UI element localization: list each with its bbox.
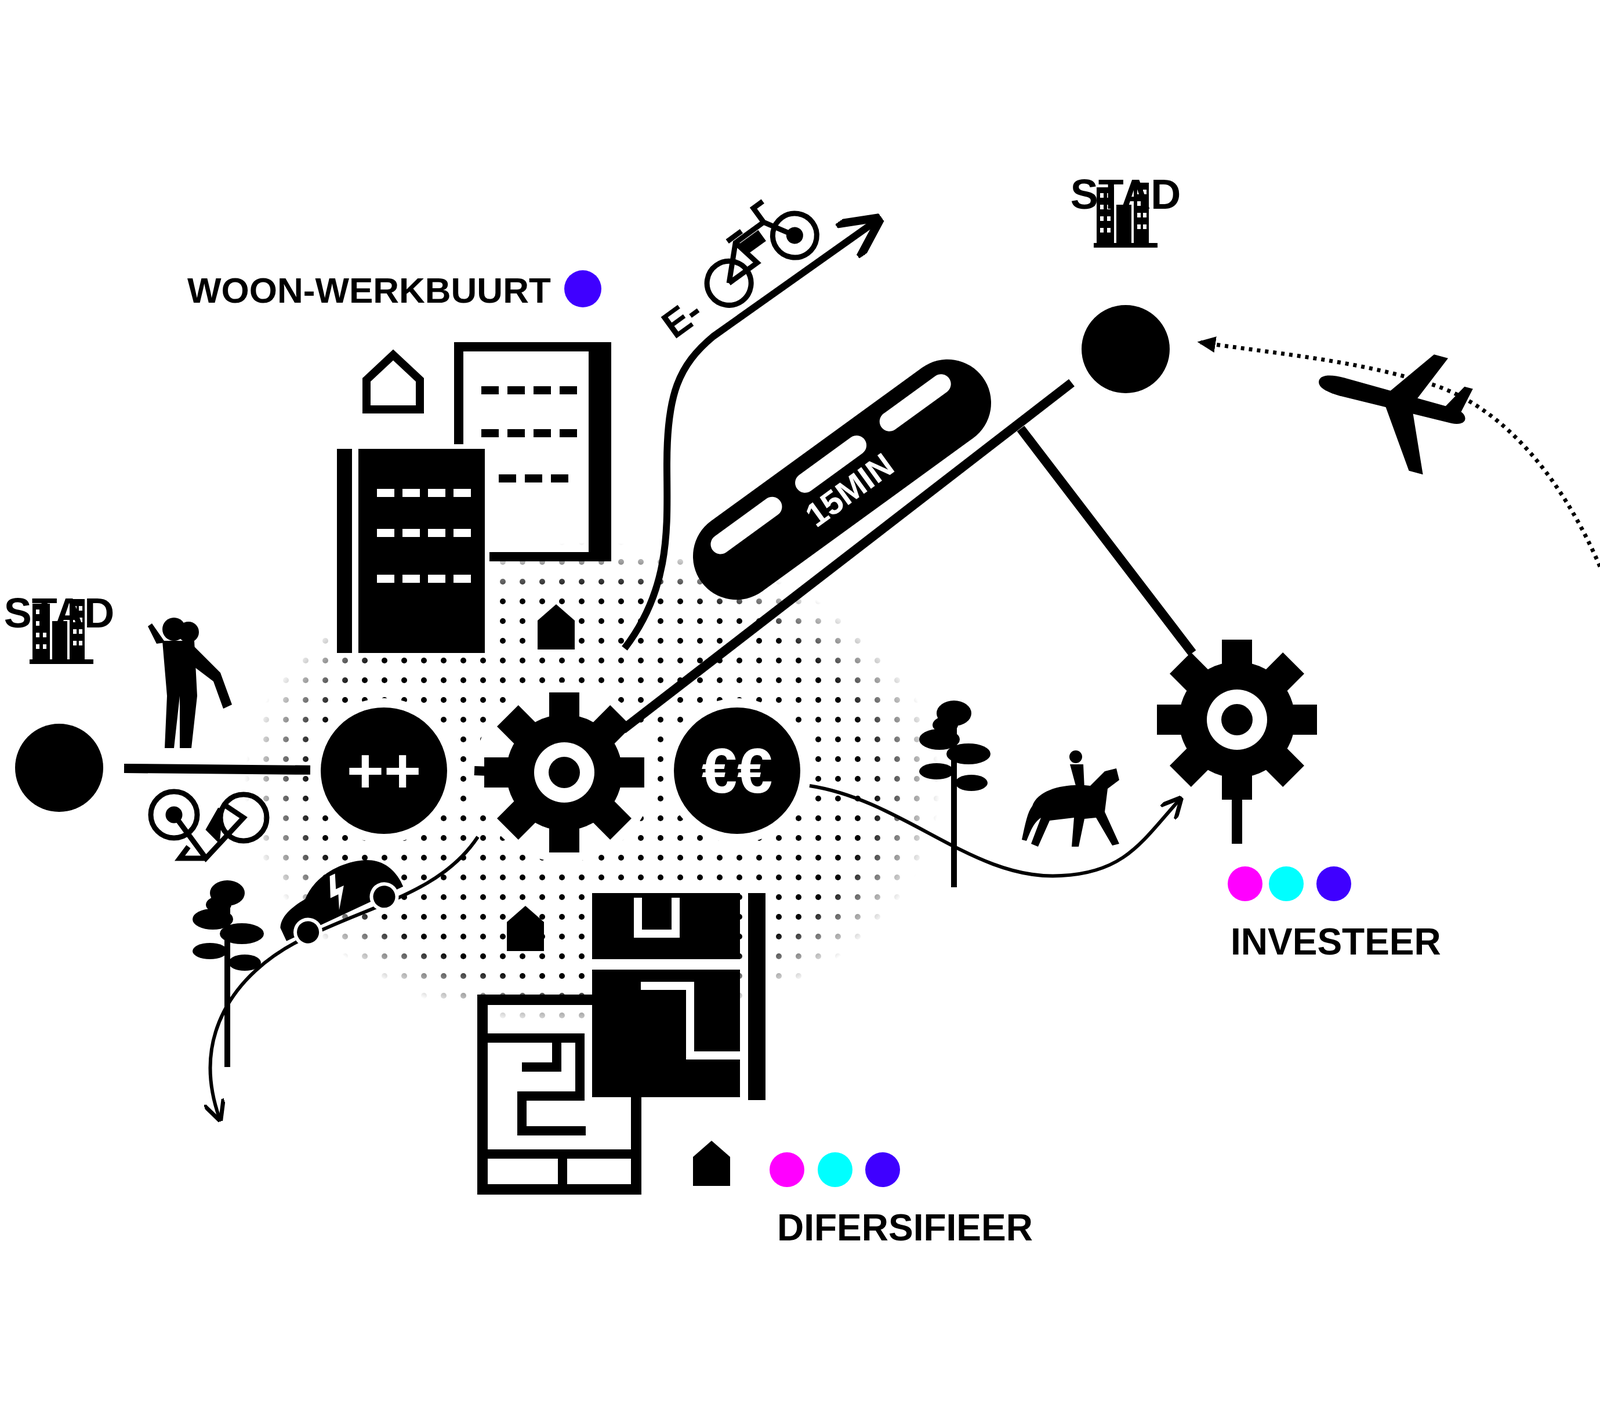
circle-node: ++ (320, 707, 448, 834)
window-slot (706, 492, 786, 558)
label: INVESTEER (1230, 923, 1442, 961)
circle-text: €€ (701, 738, 773, 803)
airplane (1302, 327, 1480, 482)
connector (124, 768, 311, 771)
circle-node: €€ (673, 707, 801, 834)
horse-rider (1021, 750, 1120, 847)
label: WOON-WERKBUURT (187, 272, 551, 309)
couple (147, 617, 232, 749)
mixed-block (482, 893, 766, 1190)
circle-node: STAD (15, 723, 104, 812)
circle-node: STAD (1081, 305, 1170, 394)
train-node: 15MIN (675, 342, 1009, 618)
e-car (267, 845, 409, 954)
label: E- (655, 291, 709, 345)
gear (484, 692, 645, 853)
bike (150, 791, 267, 859)
e-bike (683, 184, 826, 314)
label: DIFERSIFIEER (777, 1209, 1033, 1247)
place-heading: STAD (1070, 173, 1182, 216)
place-heading: STAD (4, 592, 115, 634)
window-slot (875, 369, 955, 435)
circle-text: ++ (346, 738, 422, 803)
gear (1156, 639, 1317, 800)
buildings (336, 342, 612, 658)
